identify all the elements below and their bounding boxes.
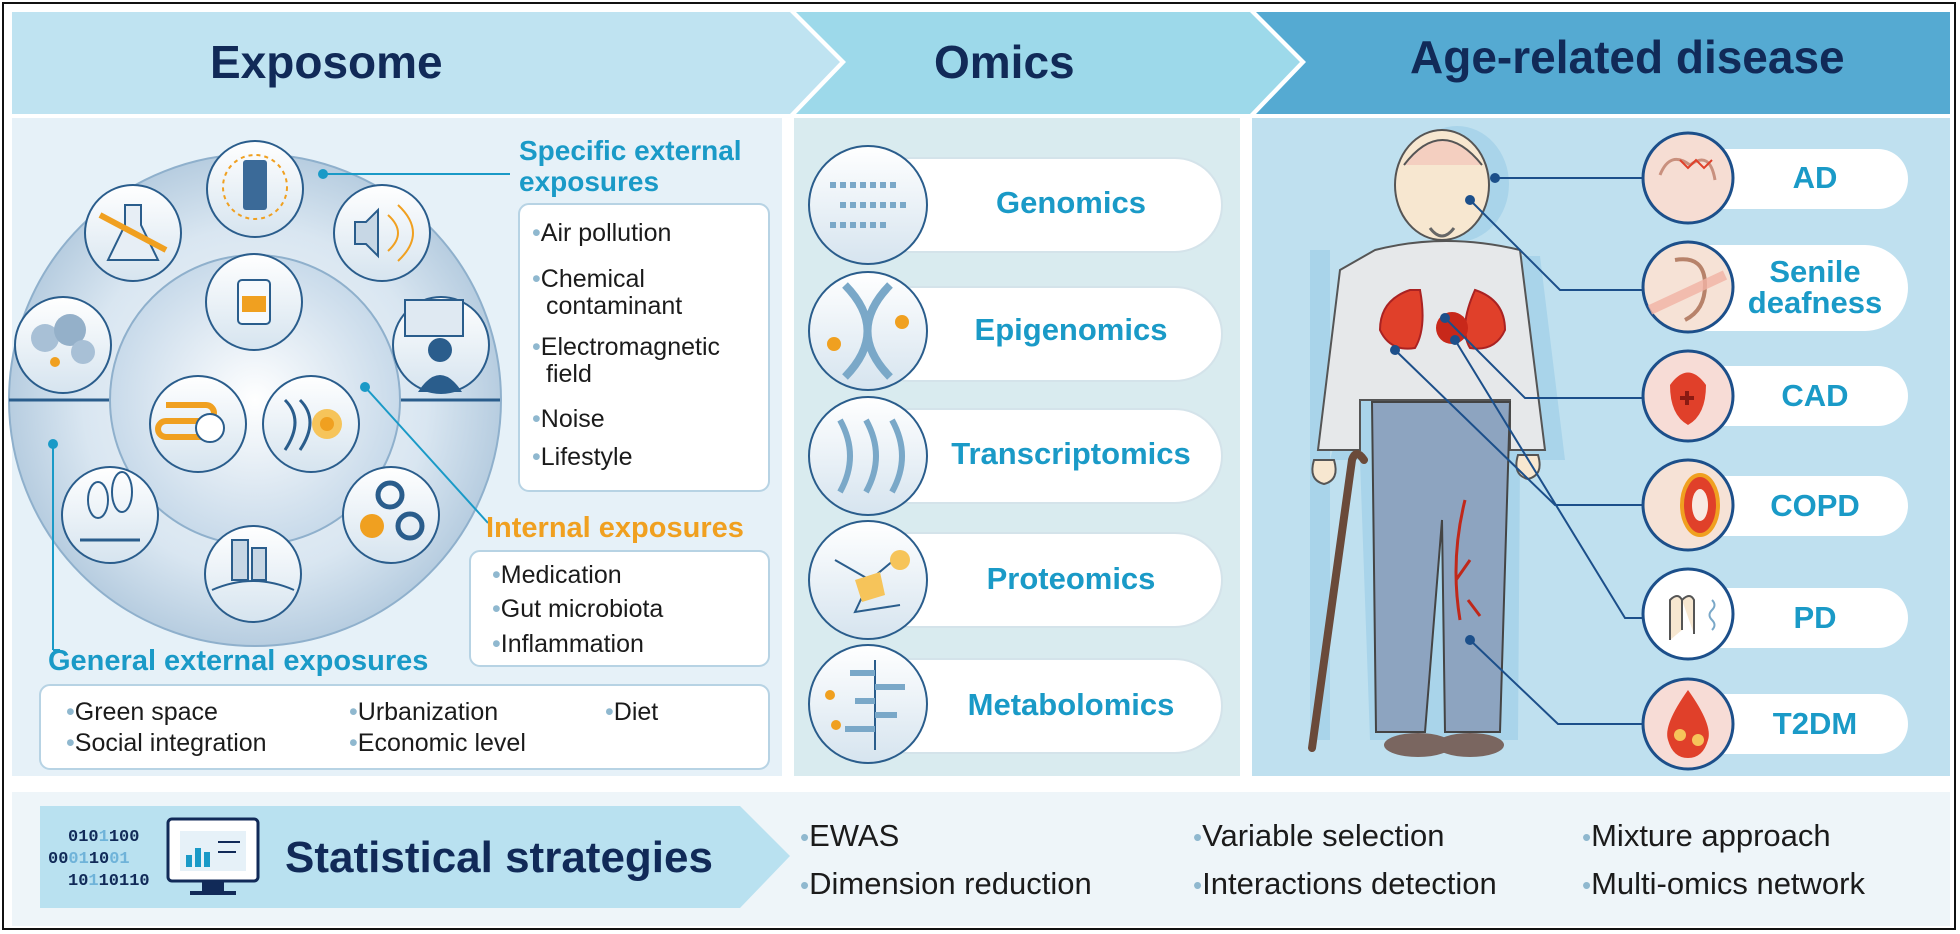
rna-strands-icon [808, 396, 928, 516]
city-icon [204, 525, 302, 623]
specific-item-air-pollution: Air pollution [532, 219, 672, 247]
binary-row-1: 0101100 [68, 828, 140, 847]
general-item-social: Social integration [66, 729, 267, 757]
stat-dimension-reduction: Dimension reduction [800, 866, 1092, 902]
noise-speaker-icon [333, 184, 431, 282]
header-omics: Omics [934, 36, 1075, 88]
disease-ad: AD [1792, 160, 1838, 195]
omics-proteomics: Proteomics [986, 561, 1156, 596]
specific-item-noise: Noise [532, 405, 605, 433]
magnet-icon [206, 140, 304, 238]
internal-item-gut: Gut microbiota [492, 595, 664, 623]
general-item-green-space: Green space [66, 698, 218, 726]
gut-microbiota-icon [149, 375, 247, 473]
omics-epigenomics: Epigenomics [974, 312, 1168, 347]
protein-network-icon [808, 520, 928, 640]
specific-title-1: Specific external [519, 135, 742, 166]
specific-item-contaminant: contaminant [546, 292, 683, 320]
internal-title: Internal exposures [486, 512, 744, 544]
computer-user-icon [392, 296, 490, 394]
specific-item-electromagnetic: Electromagnetic [532, 333, 720, 361]
elderly-man-figure [1308, 126, 1565, 757]
general-item-diet: Diet [605, 698, 658, 726]
air-pollution-icon [14, 296, 112, 394]
general-title: General external exposures [48, 645, 429, 677]
disease-copd: COPD [1770, 488, 1860, 523]
stat-interactions-detection: Interactions detection [1193, 866, 1497, 902]
flask-skull-icon [84, 184, 182, 282]
omics-pills [861, 157, 1223, 754]
airway-icon [1641, 458, 1735, 552]
stat-mixture-approach: Mixture approach [1582, 818, 1831, 854]
specific-item-chemical: Chemical [532, 265, 645, 293]
stat-multi-omics-network: Multi-omics network [1582, 866, 1865, 902]
disease-senile: Senile [1769, 254, 1861, 289]
statistics-title: Statistical strategies [285, 833, 713, 882]
header-exposome: Exposome [210, 36, 443, 88]
omics-transcriptomics: Transcriptomics [951, 436, 1191, 471]
specific-item-field: field [546, 360, 592, 388]
dna-helix-icon [808, 271, 928, 391]
general-item-economic: Economic level [349, 729, 526, 757]
header-disease: Age-related disease [1410, 31, 1845, 83]
computer-icon [166, 817, 260, 895]
disease-cad: CAD [1781, 378, 1849, 413]
social-gears-icon [342, 466, 440, 564]
specific-item-lifestyle: Lifestyle [532, 443, 633, 471]
brain-icon [1641, 131, 1735, 225]
specific-title-2: exposures [519, 166, 660, 197]
medication-icon [205, 253, 303, 351]
ear-icon [1641, 240, 1735, 334]
internal-item-medication: Medication [492, 561, 622, 589]
omics-metabolomics: Metabolomics [967, 687, 1175, 722]
binary-row-2: 00011001 [48, 850, 130, 869]
header-bar [12, 12, 1950, 114]
binary-row-3: 10110110 [68, 872, 150, 891]
disease-deafness: deafness [1747, 285, 1883, 320]
disease-connector-dots [1390, 173, 1500, 645]
stat-ewas: EWAS [800, 818, 899, 854]
internal-item-inflammation: Inflammation [492, 630, 644, 658]
metabolite-bars-icon [808, 644, 928, 764]
dna-sequence-icon [808, 145, 928, 265]
blood-drop-icon [1641, 677, 1735, 771]
disease-pd: PD [1793, 600, 1837, 635]
hand-tremor-icon [1641, 567, 1735, 661]
trees-icon [61, 466, 159, 564]
disease-t2dm: T2DM [1772, 706, 1858, 741]
omics-genomics: Genomics [996, 185, 1146, 220]
inflammation-joint-icon [262, 375, 360, 473]
stat-variable-selection: Variable selection [1193, 818, 1444, 854]
heart-icon [1641, 349, 1735, 443]
general-item-urbanization: Urbanization [349, 698, 498, 726]
